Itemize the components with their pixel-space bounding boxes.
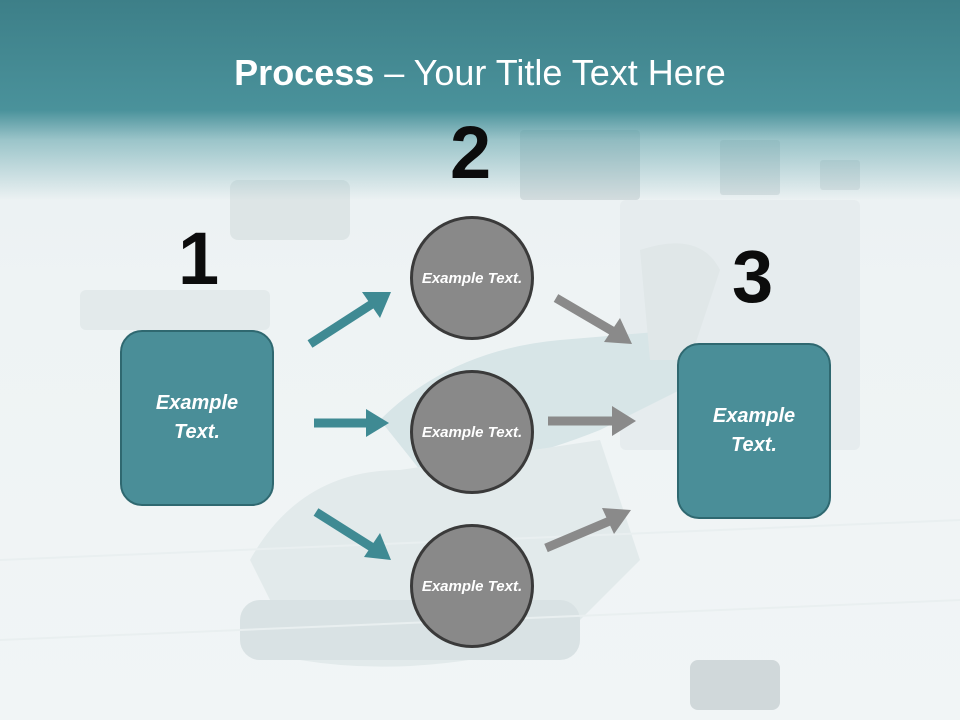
circle-2-line1: Example: [421, 423, 484, 441]
circle-1-line2: Text.: [487, 269, 523, 287]
left-box-line1: Example: [155, 392, 239, 414]
arrow-to-circle-3: [313, 508, 391, 560]
right-box: Example Text.: [677, 343, 831, 519]
circle-2-line2: Text.: [487, 423, 523, 441]
step-number-2: 2: [450, 111, 492, 194]
title-band: [0, 0, 960, 200]
circle-1: Example Text.: [410, 216, 534, 340]
circle-1-line1: Example: [421, 269, 484, 287]
circle-3: Example Text.: [410, 524, 534, 648]
title-bold: Process: [234, 52, 375, 93]
slide-title: Process – Your Title Text Here: [0, 52, 960, 94]
left-box: Example Text.: [120, 330, 274, 506]
step-number-1: 1: [178, 217, 220, 300]
title-rest: – Your Title Text Here: [374, 52, 726, 93]
arrow-from-circle-1: [553, 294, 632, 344]
arrow-to-circle-1: [307, 292, 391, 348]
right-box-line2: Text.: [731, 434, 777, 456]
left-box-line2: Text.: [174, 421, 220, 443]
arrow-to-circle-2: [314, 409, 389, 437]
circle-3-line2: Text.: [487, 577, 523, 595]
step-number-3: 3: [732, 235, 774, 318]
circle-3-line1: Example: [421, 577, 484, 595]
arrow-from-circle-2: [548, 406, 636, 436]
arrow-from-circle-3: [544, 508, 631, 553]
circle-2: Example Text.: [410, 370, 534, 494]
right-box-line1: Example: [712, 405, 796, 427]
